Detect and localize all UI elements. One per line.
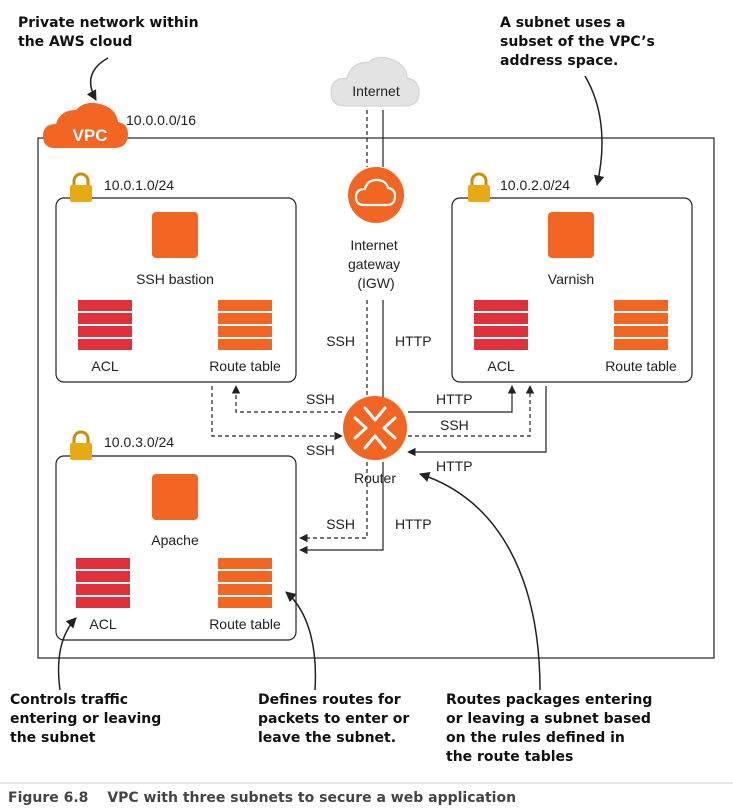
acl-icon <box>78 300 132 350</box>
flow-label-igw-http: HTTP <box>395 333 432 349</box>
flow-label-apache-http: HTTP <box>395 516 432 532</box>
subnet-apache-instance: Apache <box>151 532 199 548</box>
flow-router-apache-http <box>299 462 384 555</box>
annotation-routes-packages: Routes packages entering or leaving a su… <box>446 692 657 765</box>
annotation-defines-routes: Defines routes for packets to enter or l… <box>258 692 414 746</box>
flow-router-apache-ssh <box>299 462 368 543</box>
internet-cloud-icon <box>330 56 420 107</box>
acl-icon <box>76 558 130 608</box>
figure-number: Figure 6.8 <box>8 790 88 806</box>
annotation-arrow-route-table <box>285 591 317 691</box>
flow-router-varnish-http-in <box>408 385 517 413</box>
subnet-varnish-acl: ACL <box>487 358 514 374</box>
subnet-varnish-route-table: Route table <box>605 358 677 374</box>
lock-icon <box>466 172 492 204</box>
flow-router-varnish-ssh <box>408 385 535 437</box>
subnet-varnish-instance: Varnish <box>548 271 594 287</box>
annotation-controls-traffic: Controls traffic entering or leaving the… <box>10 692 166 746</box>
subnet-bastion-cidr: 10.0.1.0/24 <box>104 177 174 193</box>
flow-label-bastion-ssh-in: SSH <box>306 391 335 407</box>
route-table-icon <box>218 300 272 350</box>
vpc-boundary <box>37 137 715 659</box>
subnet-varnish-cidr: 10.0.2.0/24 <box>500 177 570 193</box>
figure-caption: Figure 6.8 VPC with three subnets to sec… <box>8 790 516 806</box>
flow-label-apache-ssh: SSH <box>326 516 355 532</box>
subnet-apache <box>55 455 297 641</box>
internet-label: Internet <box>352 83 400 99</box>
instance-icon <box>548 212 594 258</box>
instance-icon <box>152 212 198 258</box>
lock-icon <box>68 172 94 204</box>
annotation-arrow-router <box>419 471 541 691</box>
route-table-icon <box>614 300 668 350</box>
flow-label-igw-ssh: SSH <box>326 333 355 349</box>
router-label: Router <box>354 470 396 486</box>
subnet-apache-route-table: Route table <box>209 616 281 632</box>
igw-label: Internet gateway (IGW) <box>348 237 404 291</box>
annotation-arrow-acl <box>57 617 77 691</box>
subnet-bastion <box>55 197 297 383</box>
subnet-varnish <box>451 197 693 383</box>
annotation-arrow-subnet <box>584 75 605 187</box>
flow-router-bastion-ssh-in <box>231 385 342 413</box>
flow-label-varnish-http-out: HTTP <box>436 458 473 474</box>
instance-icon <box>152 474 198 520</box>
flow-label-varnish-http-in: HTTP <box>436 391 473 407</box>
vpc-badge-label: VPC <box>73 126 108 145</box>
flow-label-bastion-ssh-out: SSH <box>306 442 335 458</box>
subnet-apache-acl: ACL <box>89 616 116 632</box>
vpc-badge: VPC <box>43 102 128 148</box>
route-table-icon <box>218 558 272 608</box>
router-icon <box>343 396 407 460</box>
figure-caption-text: VPC with three subnets to secure a web a… <box>107 790 516 806</box>
annotation-arrow-vpc <box>86 57 109 101</box>
flow-varnish-router-http-out <box>407 386 547 457</box>
vpc-cidr: 10.0.0.0/16 <box>126 112 196 128</box>
subnet-bastion-acl: ACL <box>91 358 118 374</box>
internet-gateway-icon <box>348 167 404 223</box>
flow-bastion-router-ssh-out <box>211 386 343 441</box>
flow-label-varnish-ssh: SSH <box>440 417 469 433</box>
subnet-bastion-instance: SSH bastion <box>136 271 214 287</box>
annotation-subnet-uses: A subnet uses a subset of the VPC’s addr… <box>500 15 660 69</box>
annotation-private-network: Private network within the AWS cloud <box>18 15 203 50</box>
lock-icon <box>68 430 94 462</box>
subnet-bastion-route-table: Route table <box>209 358 281 374</box>
acl-icon <box>474 300 528 350</box>
subnet-apache-cidr: 10.0.3.0/24 <box>104 434 174 450</box>
